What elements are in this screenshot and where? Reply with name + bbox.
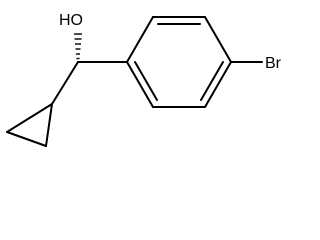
bromine-label: Br	[265, 55, 282, 72]
hashed-wedge-bond	[74, 33, 82, 60]
chemical-structure: HO Br	[6, 12, 282, 147]
cyclopropyl-ring	[6, 103, 53, 147]
hydroxyl-label: HO	[59, 12, 83, 29]
bond-carbinol-cyclopropyl	[51, 61, 79, 105]
benzene-ring	[126, 16, 232, 108]
